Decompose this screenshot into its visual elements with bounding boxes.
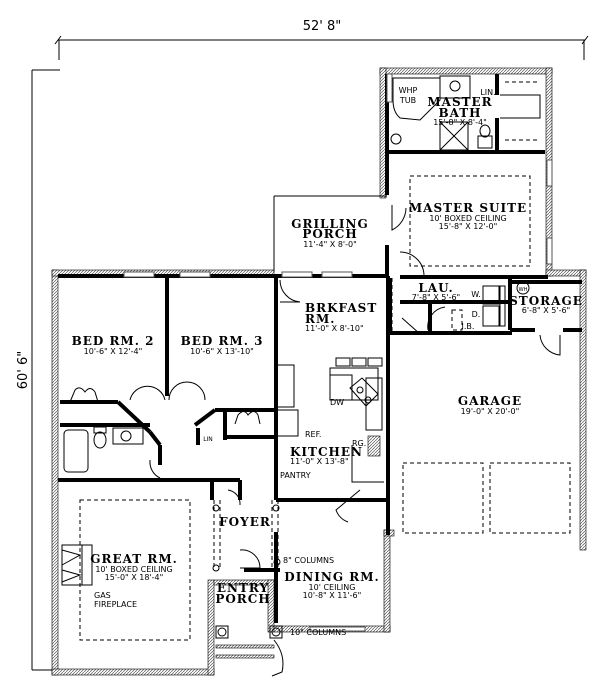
svg-text:TUB: TUB <box>399 96 416 105</box>
kitchen-fixtures <box>275 357 384 483</box>
depth-dimension: 60' 6" <box>16 69 60 671</box>
columns <box>212 504 283 639</box>
room-great-room: GREAT RM. 10' BOXED CEILING 15'-0" X 18'… <box>90 552 178 609</box>
svg-text:11'-4" X 8'-0": 11'-4" X 8'-0" <box>303 240 357 249</box>
overall-width-label: 52' 8" <box>303 19 342 34</box>
svg-text:ENTRY: ENTRY <box>217 581 269 595</box>
room-garage: GARAGE 19'-0" X 20'-0" <box>458 394 522 416</box>
columns-10-note: 10" COLUMNS <box>290 628 346 637</box>
svg-text:KITCHEN: KITCHEN <box>290 445 363 459</box>
svg-text:D.: D. <box>472 310 481 319</box>
svg-text:PORCH: PORCH <box>302 227 357 241</box>
hall-bath-fixtures <box>63 426 144 473</box>
garage-door-left <box>402 462 484 534</box>
svg-text:19'-0" X 20'-0": 19'-0" X 20'-0" <box>461 407 520 416</box>
entry-steps <box>215 639 284 677</box>
svg-text:REF.: REF. <box>305 430 321 439</box>
svg-text:GARAGE: GARAGE <box>458 394 522 408</box>
interior-walls <box>58 74 582 623</box>
garage-door-right <box>489 462 571 534</box>
overall-depth-label: 60' 6" <box>16 351 31 390</box>
gas-fireplace <box>61 544 93 586</box>
svg-text:RG.: RG. <box>352 439 366 448</box>
svg-text:FIREPLACE: FIREPLACE <box>94 600 137 609</box>
master-bath-fixtures <box>390 75 541 151</box>
svg-text:GAS: GAS <box>94 591 111 600</box>
svg-text:15'-8" X 12'-0": 15'-8" X 12'-0" <box>439 222 498 231</box>
svg-text:RM.: RM. <box>305 312 335 326</box>
great-room-ceiling-outline <box>79 499 191 641</box>
svg-text:GRILLING: GRILLING <box>291 217 369 231</box>
svg-text:DW: DW <box>330 398 344 407</box>
svg-text:FOYER: FOYER <box>219 515 271 529</box>
svg-text:10' CEILING: 10' CEILING <box>309 583 356 592</box>
room-storage: WH STORAGE 6'-8" X 5'-6" <box>509 287 583 315</box>
columns-8-note: 8" COLUMNS <box>283 556 334 565</box>
room-dining: DINING RM. 10' CEILING 10'-8" X 11'-6" <box>284 570 379 600</box>
exterior-walls <box>51 67 587 676</box>
doors <box>69 205 561 569</box>
laundry-fixtures <box>451 281 530 331</box>
svg-text:LAU.: LAU. <box>418 281 453 295</box>
svg-text:7'-8" X 5'-6": 7'-8" X 5'-6" <box>412 293 460 302</box>
svg-text:LIN.: LIN. <box>480 88 495 97</box>
svg-text:10' BOXED CEILING: 10' BOXED CEILING <box>429 214 506 223</box>
svg-text:MASTER SUITE: MASTER SUITE <box>409 201 527 215</box>
svg-text:WH: WH <box>519 287 528 293</box>
svg-text:10'-6" X 12'-4": 10'-6" X 12'-4" <box>84 347 143 356</box>
room-breakfast: BRKFAST RM. 11'-0" X 8'-10" <box>305 301 377 333</box>
svg-text:15'-0" X 18'-4": 15'-0" X 18'-4" <box>105 573 164 582</box>
svg-text:PORCH: PORCH <box>215 592 270 606</box>
width-dimension: 52' 8" <box>54 19 589 60</box>
svg-text:10'-8" X 11'-6": 10'-8" X 11'-6" <box>303 591 362 600</box>
svg-text:10' BOXED CEILING: 10' BOXED CEILING <box>95 565 172 574</box>
room-foyer: FOYER <box>219 515 271 529</box>
svg-text:LIN: LIN <box>203 436 213 443</box>
master-suite-ceiling-outline <box>409 175 531 267</box>
room-entry-porch: ENTRY PORCH <box>215 581 270 606</box>
svg-text:BRKFAST: BRKFAST <box>305 301 377 315</box>
room-kitchen: DW REF. RG. KITCHEN 11'-0" X 13'-8" PANT… <box>280 398 366 480</box>
svg-text:BATH: BATH <box>438 106 481 120</box>
windows <box>123 73 553 632</box>
svg-text:MASTER: MASTER <box>427 95 492 109</box>
svg-text:WHP: WHP <box>399 86 418 95</box>
svg-text:W.: W. <box>471 290 481 299</box>
svg-text:11'-0" X 8'-10": 11'-0" X 8'-10" <box>305 324 364 333</box>
svg-text:6'-8" X 5'-6": 6'-8" X 5'-6" <box>522 306 570 315</box>
svg-text:11'-0" X 13'-8": 11'-0" X 13'-8" <box>290 457 349 466</box>
svg-text:STORAGE: STORAGE <box>509 294 583 308</box>
room-laundry: LAU. 7'-8" X 5'-6" W. D. I.B. <box>412 281 481 331</box>
svg-text:10'-6" X 13'-10": 10'-6" X 13'-10" <box>190 347 254 356</box>
svg-text:GREAT RM.: GREAT RM. <box>90 552 178 566</box>
room-master-suite: MASTER SUITE 10' BOXED CEILING 15'-8" X … <box>409 201 527 231</box>
svg-text:BED RM. 2: BED RM. 2 <box>72 334 155 348</box>
room-bed-2: BED RM. 2 10'-6" X 12'-4" <box>72 334 155 356</box>
room-master-bath: WHP TUB MASTER BATH 15'-8" X 8'-4" LIN. <box>399 86 496 127</box>
svg-text:15'-8" X 8'-4": 15'-8" X 8'-4" <box>433 118 487 127</box>
svg-text:I.B.: I.B. <box>462 322 475 331</box>
svg-text:PANTRY: PANTRY <box>280 471 311 480</box>
room-grilling-porch: GRILLING PORCH 11'-4" X 8'-0" <box>291 217 369 249</box>
svg-text:DINING RM.: DINING RM. <box>284 570 379 584</box>
room-bed-3: BED RM. 3 10'-6" X 13'-10" LIN <box>181 334 264 443</box>
svg-text:BED RM. 3: BED RM. 3 <box>181 334 264 348</box>
